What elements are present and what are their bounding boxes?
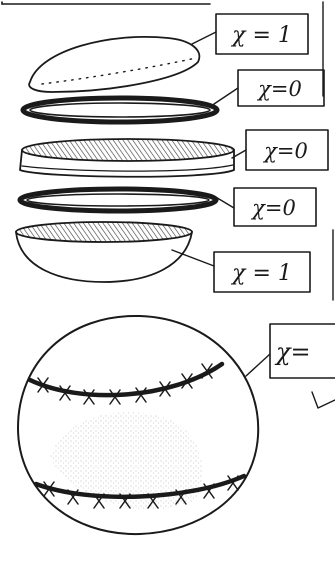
ring-piece-upper — [23, 98, 217, 122]
label-box-band: χ=0 — [246, 130, 328, 170]
label-box-top-cap: χ = 1 — [216, 14, 308, 54]
label-text-ball: χ= — [274, 338, 311, 366]
label-box-ball: χ= — [270, 324, 335, 378]
label-box-bowl: χ = 1 — [214, 252, 310, 292]
band-piece — [20, 139, 234, 177]
top-cap-piece — [29, 37, 199, 92]
label-box-ring-2: χ=0 — [234, 188, 316, 226]
stitched-ball — [18, 316, 258, 534]
arrow-mark-icon — [312, 392, 335, 408]
bowl-piece — [16, 222, 192, 282]
ring-piece-lower — [20, 189, 216, 211]
label-box-ring-1: χ=0 — [238, 70, 324, 106]
label-text-bowl: χ = 1 — [230, 261, 292, 286]
label-text-ring-2: χ=0 — [250, 196, 296, 220]
label-text-ring-1: χ=0 — [256, 77, 302, 101]
label-text-band: χ=0 — [262, 139, 308, 163]
label-text-top-cap: χ = 1 — [230, 23, 292, 48]
